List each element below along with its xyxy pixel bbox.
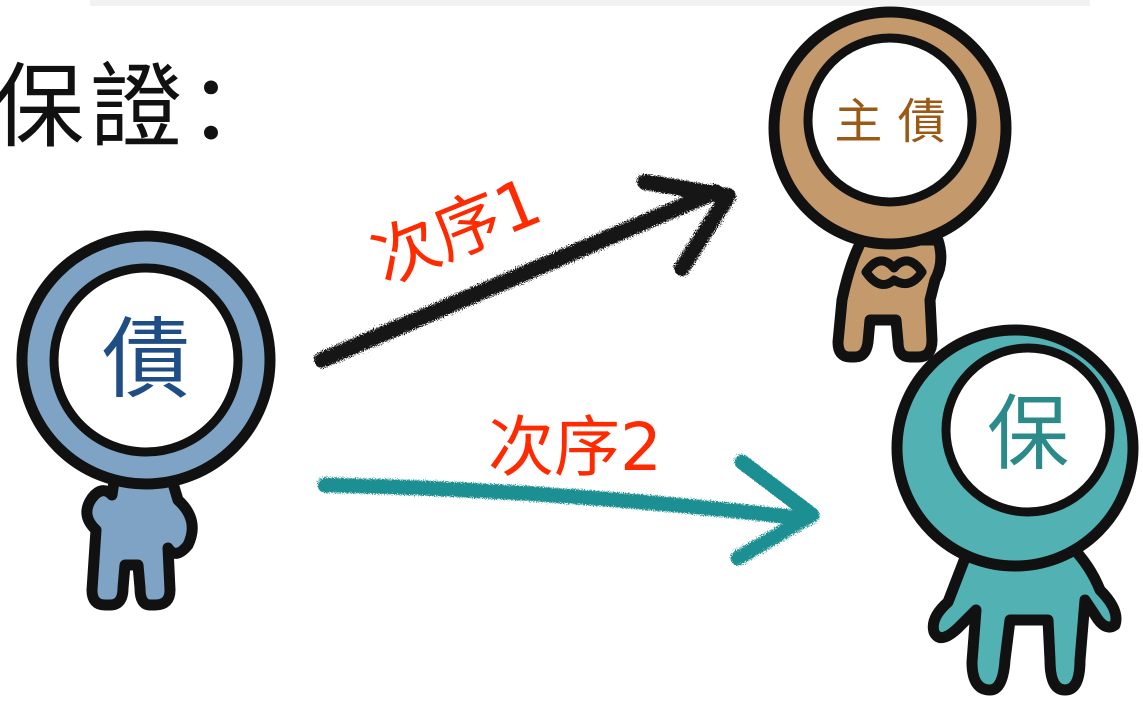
order2-arrowhead (730, 454, 820, 566)
guarantor-face (941, 343, 1115, 517)
creditor-face (49, 263, 243, 457)
debtor-face (803, 33, 977, 207)
order2-arrow (317, 454, 820, 566)
slide-heading: 保證： (0, 54, 287, 161)
slide-top-bar (90, 0, 1090, 6)
guarantor-label: 保 (987, 387, 1069, 482)
creditor-figure: 債 (16, 230, 276, 611)
order2-arrow-shaft (317, 477, 808, 526)
guarantor-figure: 保 (891, 324, 1139, 696)
creditor-label: 債 (102, 308, 190, 411)
guarantor-body (927, 539, 1122, 696)
order1-arrow (314, 174, 736, 368)
debtor-body (832, 234, 947, 363)
order1-arrowhead (637, 174, 736, 276)
debtor-label: 主 債 (834, 94, 945, 150)
debtor-mustache (861, 256, 927, 289)
debtor-figure: 主 債 (768, 6, 1012, 363)
order2-label: 次序2 (488, 409, 662, 486)
order1-arrow-shaft (314, 184, 723, 368)
